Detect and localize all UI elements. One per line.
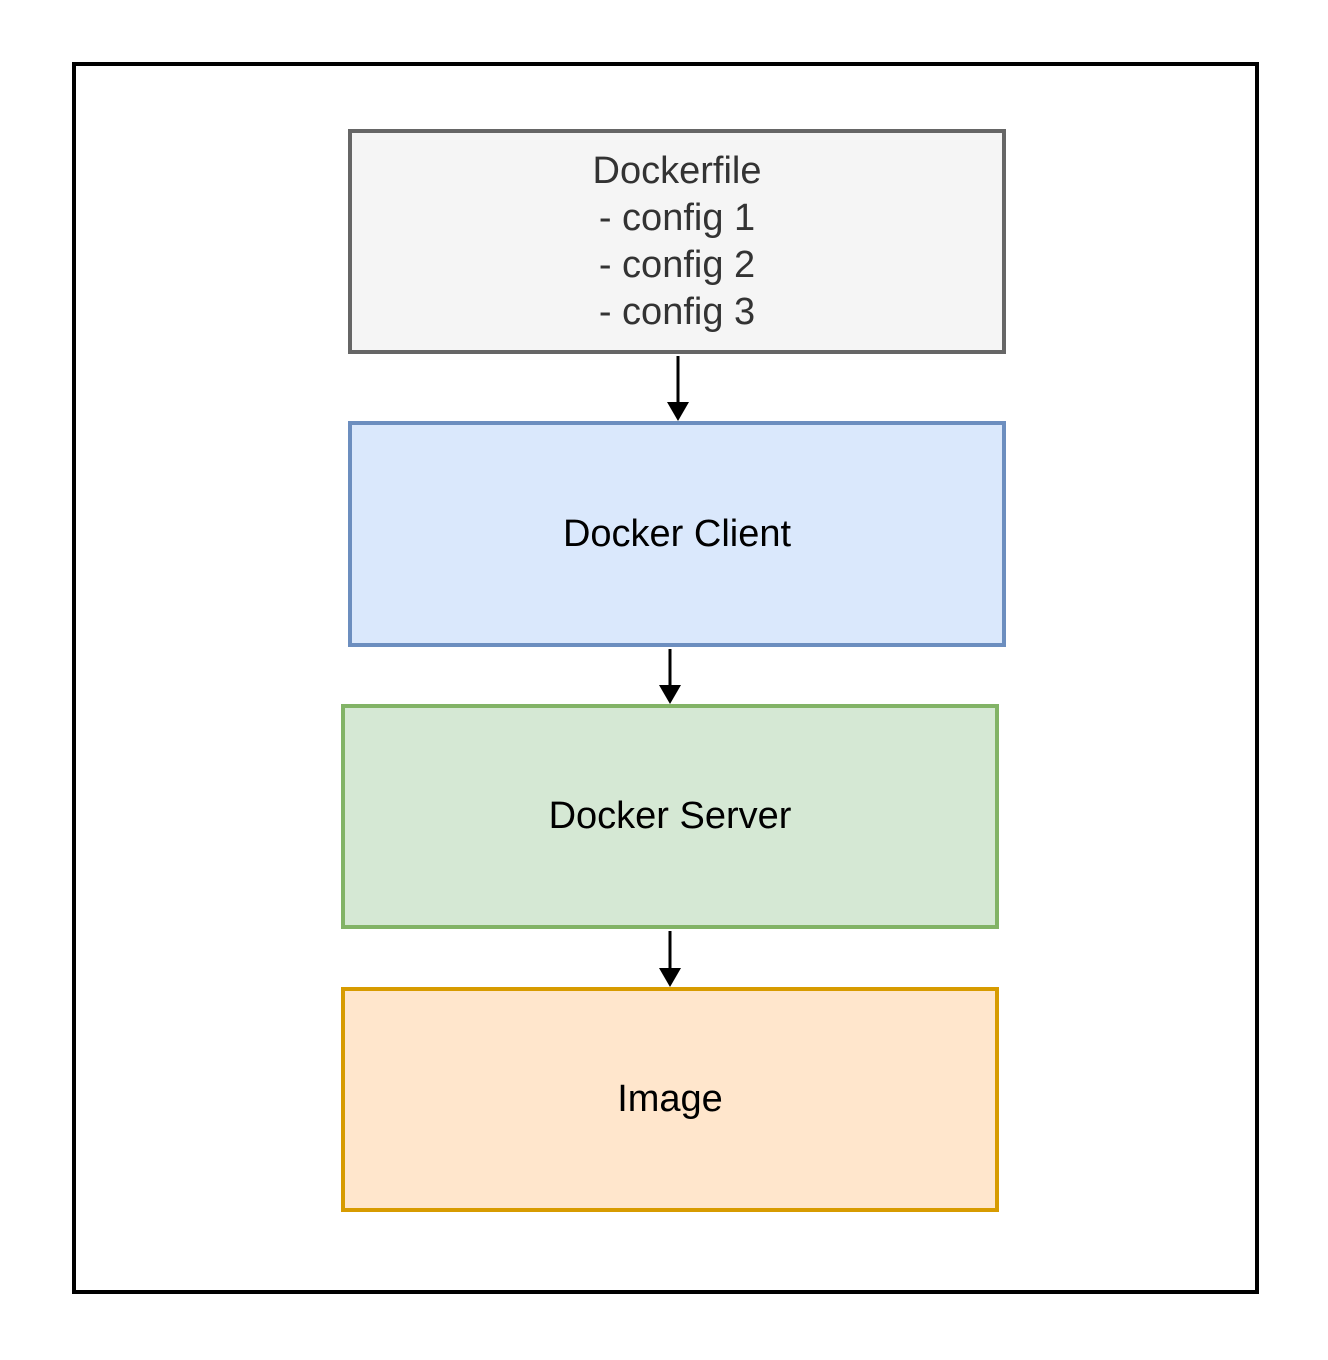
docker-client-node: Docker Client [348,421,1006,647]
dockerfile-config-2: - config 2 [598,243,756,286]
docker-server-label: Docker Server [548,795,792,837]
dockerfile-node: Dockerfile - config 1 - config 2 - confi… [348,129,1006,354]
image-node: Image [341,987,999,1212]
docker-client-label: Docker Client [562,512,792,555]
dockerfile-title: Dockerfile [592,149,762,192]
dockerfile-config-3: - config 3 [598,290,756,333]
dockerfile-config-1: - config 1 [598,196,756,239]
image-label: Image [617,1078,723,1120]
docker-server-node: Docker Server [341,704,999,929]
